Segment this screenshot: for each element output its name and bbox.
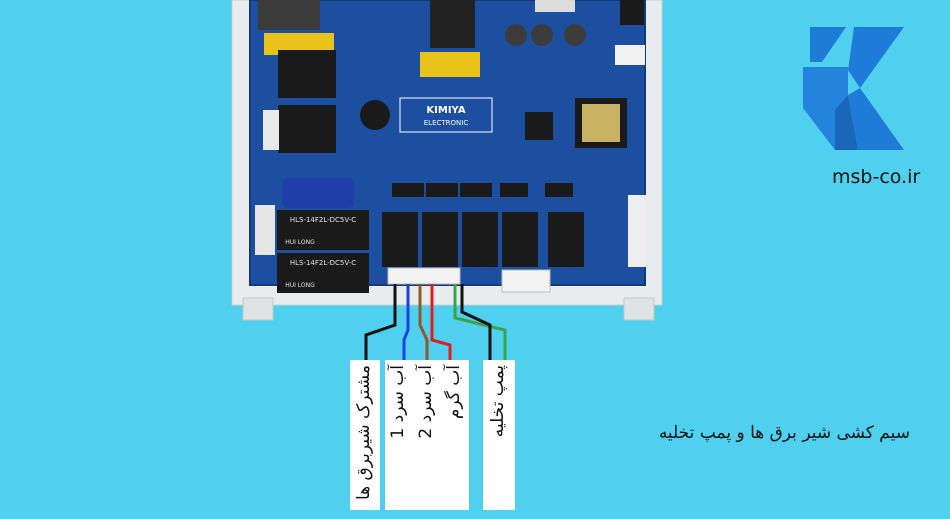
relay-small-5 bbox=[548, 212, 584, 267]
label-box-hot bbox=[441, 360, 469, 510]
terminal-block bbox=[387, 267, 461, 285]
terminal-block-2 bbox=[501, 269, 551, 293]
relay-lower-1 bbox=[277, 210, 369, 250]
wire-common bbox=[364, 284, 397, 362]
relay-upper-2 bbox=[278, 105, 336, 153]
logo-site-text: msb-co.ir bbox=[832, 166, 921, 188]
company-logo bbox=[803, 27, 904, 150]
enclosure-tab-left bbox=[242, 297, 274, 321]
relay-brand-1: HUI LONG bbox=[285, 239, 315, 246]
caption: سیم کشی شیر برق ها و پمپ تخلیه bbox=[658, 423, 910, 443]
inductor bbox=[430, 0, 475, 48]
label-cold-water-1: آب سرد 1 bbox=[388, 365, 408, 439]
wire-hot bbox=[430, 284, 452, 362]
wire-pump-b bbox=[460, 284, 492, 362]
relay-small-3 bbox=[462, 212, 498, 267]
relay-text-1: HLS-14F2L-DC5V-C bbox=[290, 216, 356, 224]
label-common: مشترک شیربرق ها bbox=[354, 365, 374, 501]
label-box-pump bbox=[483, 360, 515, 510]
label-box-cold-2 bbox=[413, 360, 441, 510]
relay-small-2 bbox=[422, 212, 458, 267]
label-drain-pump: پمپ تخلیه bbox=[488, 365, 508, 438]
relay-small-1 bbox=[382, 212, 418, 267]
label-hot-water: آب گرم bbox=[444, 365, 464, 420]
transformer bbox=[258, 0, 320, 30]
relay-brand-2: HUI LONG bbox=[285, 282, 315, 289]
wire-cold-2 bbox=[418, 284, 429, 362]
relay-small-4 bbox=[502, 212, 538, 267]
brand-line2: ELECTRONIC bbox=[424, 119, 469, 127]
relay-text-2: HLS-14F2L-DC5V-C bbox=[290, 259, 356, 267]
brand-plate bbox=[399, 97, 493, 133]
buzzer bbox=[360, 100, 390, 130]
wire-pump-a bbox=[453, 284, 507, 362]
label-box-cold-1 bbox=[385, 360, 413, 510]
label-box-common bbox=[350, 360, 380, 510]
label-cold-water-2: آب سرد 2 bbox=[416, 365, 436, 439]
relay-upper-1 bbox=[278, 50, 336, 98]
relay-lower-2 bbox=[277, 253, 369, 293]
enclosure-tab-right bbox=[623, 297, 655, 321]
brand-line1: KIMIYA bbox=[426, 105, 465, 116]
capacitor bbox=[282, 178, 354, 208]
wire-cold-1 bbox=[402, 284, 410, 362]
mcu-chip bbox=[525, 112, 553, 140]
